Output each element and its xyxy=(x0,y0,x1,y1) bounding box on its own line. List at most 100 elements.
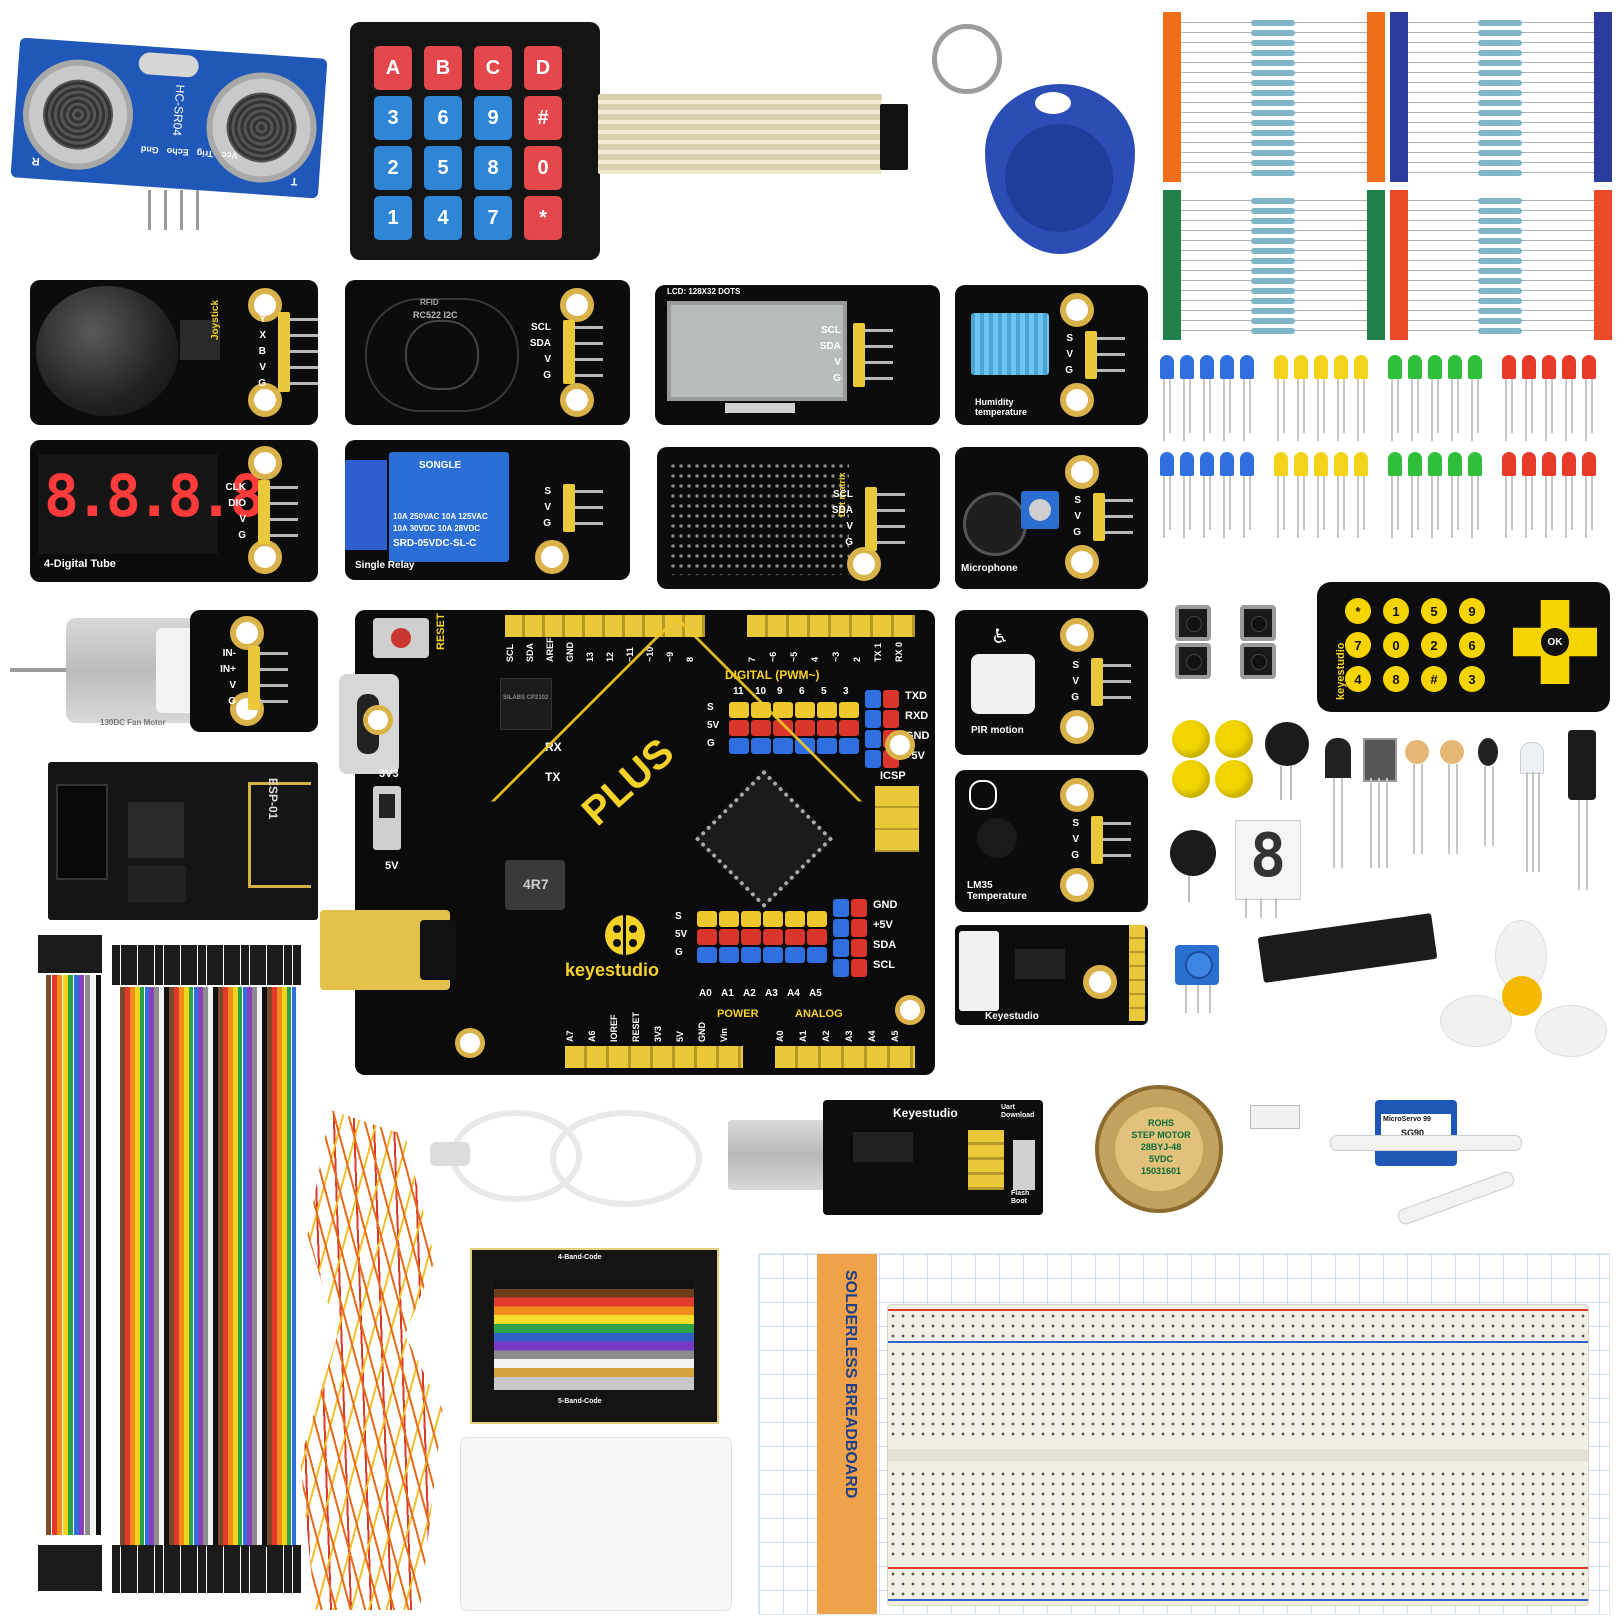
wire-connector xyxy=(232,945,241,985)
wire xyxy=(73,975,79,1535)
led-leg xyxy=(1223,379,1225,441)
dupont-ribbon-male xyxy=(112,945,302,1600)
dot-grid xyxy=(669,461,849,575)
photoresistor xyxy=(1405,740,1429,764)
thermometer-icon xyxy=(969,780,997,810)
keypad-key: 6 xyxy=(424,96,462,140)
resistor xyxy=(1251,258,1295,264)
resistor xyxy=(1478,40,1522,46)
resistor xyxy=(1251,120,1295,126)
mount-hole xyxy=(363,705,393,735)
wire-connector xyxy=(189,1545,198,1593)
led xyxy=(1240,452,1254,476)
led-leg xyxy=(1163,379,1165,441)
io-number: 5 xyxy=(821,686,827,697)
resistor xyxy=(1251,198,1295,204)
resistor xyxy=(1478,308,1522,314)
breadboard xyxy=(887,1304,1589,1606)
resistor xyxy=(1478,228,1522,234)
icsp-label: ICSP xyxy=(880,770,906,782)
resistor xyxy=(1478,30,1522,36)
io-pin xyxy=(785,947,805,963)
inductor-label: 4R7 xyxy=(523,876,549,892)
pin xyxy=(575,326,603,329)
resistor xyxy=(1478,120,1522,126)
power-pin-label: A6 xyxy=(587,1030,597,1042)
i2c-module: Keyestudio xyxy=(955,925,1148,1025)
pin-header xyxy=(865,487,877,551)
led xyxy=(1408,355,1422,379)
resistor xyxy=(1478,160,1522,166)
wire-connector xyxy=(258,945,267,985)
board-pin-label: TX 1 xyxy=(873,642,883,662)
component-leg xyxy=(1370,778,1372,868)
row-label: G xyxy=(675,947,683,958)
wire-connector xyxy=(198,1545,206,1593)
pin-label: V xyxy=(239,514,246,525)
rgb-led xyxy=(1520,742,1544,774)
component-leg xyxy=(1260,898,1262,918)
pin xyxy=(1103,854,1131,857)
photoresistor xyxy=(1440,740,1464,764)
relay-body: SONGLE 10A 250VAC 10A 125VAC 10A 30VDC 1… xyxy=(389,452,509,562)
board-pin-label: GND xyxy=(565,642,575,662)
led xyxy=(1240,355,1254,379)
row-label: S xyxy=(675,911,682,922)
resistor xyxy=(1478,288,1522,294)
module-name: PIR motion xyxy=(971,725,1024,736)
resistor xyxy=(1251,100,1295,106)
wire-connector xyxy=(241,945,249,985)
io-pin xyxy=(851,959,867,977)
wire-connector xyxy=(266,1545,275,1593)
wire-connector xyxy=(249,1545,258,1593)
pin xyxy=(877,493,905,496)
remote-key: 2 xyxy=(1421,632,1447,658)
stepper-line: ROHS xyxy=(1147,1118,1174,1128)
pin-label: G xyxy=(258,378,266,389)
resistor xyxy=(1478,298,1522,304)
resistor xyxy=(1251,298,1295,304)
led xyxy=(1354,355,1368,379)
component-leg xyxy=(1413,764,1415,854)
ic-chip xyxy=(1257,913,1438,983)
led-leg xyxy=(1397,379,1399,433)
usb-a-plug xyxy=(728,1120,828,1190)
button-cap xyxy=(1172,760,1210,798)
led-leg xyxy=(1391,476,1393,538)
io-pin xyxy=(839,702,859,718)
top-header-1 xyxy=(505,615,705,637)
row-label: G xyxy=(707,738,715,749)
wire xyxy=(90,975,95,1535)
pin xyxy=(1105,515,1133,518)
wire-connector xyxy=(163,1545,172,1593)
board-pin-label: ~6 xyxy=(768,651,778,662)
led-leg xyxy=(1209,476,1211,530)
resistor xyxy=(1251,140,1295,146)
pin-label: Echo xyxy=(166,145,190,158)
wire-connector xyxy=(266,945,275,985)
io-pin xyxy=(865,750,881,768)
led-leg xyxy=(1531,476,1533,530)
wire xyxy=(139,987,145,1547)
resistor-pack-3 xyxy=(1163,190,1385,340)
resistor xyxy=(1251,80,1295,86)
resistor xyxy=(1251,160,1295,166)
pin xyxy=(575,490,603,493)
io-pin xyxy=(795,702,815,718)
io-pin xyxy=(697,911,717,927)
resistor xyxy=(1251,50,1295,56)
button-cap xyxy=(1215,760,1253,798)
io-label: A4 xyxy=(787,988,800,999)
component-leg xyxy=(1456,764,1458,854)
led xyxy=(1502,355,1516,379)
led xyxy=(1220,355,1234,379)
io-pin xyxy=(833,959,849,977)
led-assortment xyxy=(1160,355,1610,555)
board-pin-label: SDA xyxy=(525,642,535,662)
io-pin xyxy=(729,702,749,718)
